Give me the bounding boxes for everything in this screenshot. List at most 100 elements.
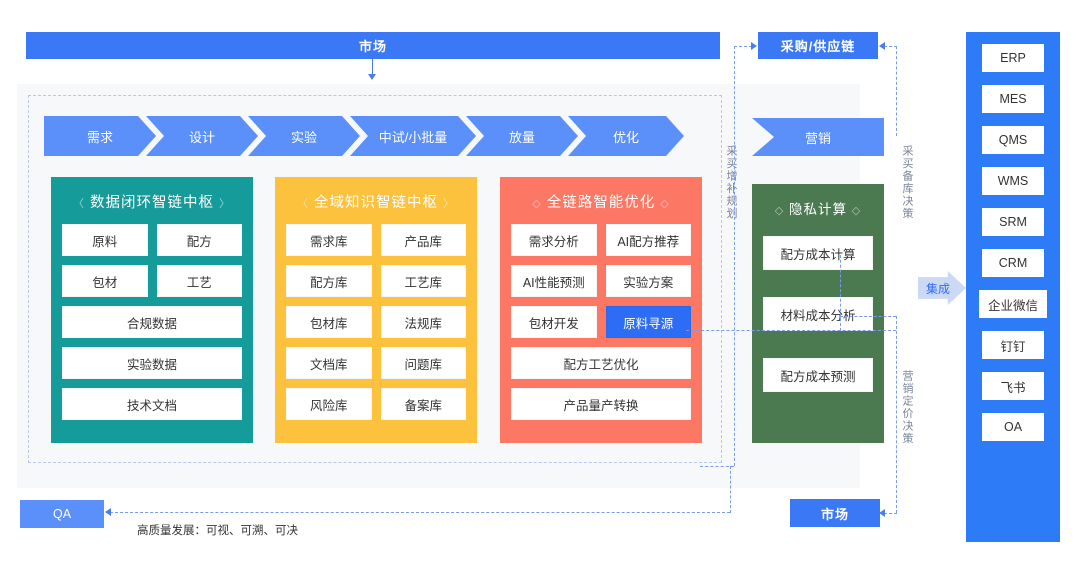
hub-global-knowledge-title-text: 全域知识智链中枢 bbox=[314, 195, 438, 211]
hub-cell[interactable]: 实验方案 bbox=[605, 265, 691, 297]
hub-cell[interactable]: 合规数据 bbox=[62, 306, 242, 338]
hub-cell[interactable]: 配方库 bbox=[286, 265, 372, 297]
integration-item-wecom[interactable]: 企业微信 bbox=[979, 290, 1047, 318]
qa-feedback-arrowhead bbox=[105, 508, 111, 516]
hub-cell[interactable]: 包材库 bbox=[286, 306, 372, 338]
hub-cell[interactable]: 原料 bbox=[62, 224, 148, 256]
hub-cell[interactable]: 配方工艺优化 bbox=[511, 347, 691, 379]
hub-cell[interactable]: 产品库 bbox=[380, 224, 466, 256]
process-step-2[interactable]: 实验 bbox=[248, 116, 360, 156]
hub-row: 配方库 工艺库 bbox=[275, 265, 477, 297]
deco-diamond-right: ◇ bbox=[660, 198, 670, 210]
hub-cell[interactable]: 文档库 bbox=[286, 347, 372, 379]
vertical-label-stock-decision: 采买备库决策 bbox=[901, 145, 913, 220]
hub-data-closed-loop-title-text: 数据闭环智链中枢 bbox=[90, 195, 214, 211]
hub-row: 包材 工艺 bbox=[51, 265, 253, 297]
hub-full-chain-optimization-title: ◇ 全链路智能优化 ◇ bbox=[532, 191, 670, 212]
hub-row: 实验数据 bbox=[51, 347, 253, 379]
hub-data-closed-loop: 〈 数据闭环智链中枢 〉 原料 配方 包材 工艺 合规数据 实验数据 技术文档 bbox=[51, 177, 253, 443]
hub-row: 配方成本预测 bbox=[752, 358, 884, 392]
pricing-to-market-arrowhead bbox=[879, 509, 885, 517]
hub-row: 文档库 问题库 bbox=[275, 347, 477, 379]
procurement-left-vline bbox=[734, 46, 735, 466]
hub-cell[interactable]: 产品量产转换 bbox=[511, 388, 691, 420]
hub-cell[interactable]: 技术文档 bbox=[62, 388, 242, 420]
cost-analysis-hline bbox=[840, 316, 896, 317]
marketing-label: 营销 bbox=[804, 130, 831, 146]
pricing-vline bbox=[896, 316, 897, 513]
process-step-3[interactable]: 中试/小批量 bbox=[350, 116, 476, 156]
process-step-list: 需求 设计 实验 中试/小批量 放量 优化 bbox=[44, 116, 712, 156]
hub-cell[interactable]: 配方成本计算 bbox=[763, 236, 873, 270]
hub-full-chain-optimization: ◇ 全链路智能优化 ◇ 需求分析 AI配方推荐 AI性能预测 实验方案 包材开发… bbox=[500, 177, 702, 443]
hub-cell[interactable]: 需求库 bbox=[286, 224, 372, 256]
process-step-4-label: 放量 bbox=[508, 129, 535, 145]
hub-privacy-compute: ◇ 隐私计算 ◇ 配方成本计算 材料成本分析 配方成本预测 bbox=[752, 184, 884, 443]
hub-row: 包材开发 原料寻源 bbox=[500, 306, 702, 338]
integration-item-erp[interactable]: ERP bbox=[982, 44, 1044, 72]
hub-row: 需求分析 AI配方推荐 bbox=[500, 224, 702, 256]
hub-cell[interactable]: 法规库 bbox=[380, 306, 466, 338]
hub-row: 配方工艺优化 bbox=[500, 347, 702, 379]
process-step-5-label: 优化 bbox=[612, 129, 639, 145]
qa-feedback-line bbox=[110, 512, 730, 513]
top-market-label: 市场 bbox=[358, 39, 387, 54]
hub-full-chain-optimization-title-text: 全链路智能优化 bbox=[546, 195, 656, 211]
integration-item-crm[interactable]: CRM bbox=[982, 249, 1044, 277]
qa-label: QA bbox=[52, 507, 72, 521]
deco-diamond-right: ◇ bbox=[851, 205, 862, 217]
process-step-3-label: 中试/小批量 bbox=[378, 129, 448, 145]
integration-item-mes[interactable]: MES bbox=[982, 85, 1044, 113]
integration-arrow-label: 集成 bbox=[925, 281, 950, 296]
integration-item-srm[interactable]: SRM bbox=[982, 208, 1044, 236]
hub-global-knowledge: 〈 全域知识智链中枢 〉 需求库 产品库 配方库 工艺库 包材库 法规库 文档库… bbox=[275, 177, 477, 443]
hub-row: 合规数据 bbox=[51, 306, 253, 338]
integration-item-wms[interactable]: WMS bbox=[982, 167, 1044, 195]
procurement-right-hline bbox=[884, 46, 897, 47]
process-step-4[interactable]: 放量 bbox=[466, 116, 578, 156]
hub-cell[interactable]: 问题库 bbox=[380, 347, 466, 379]
qa-box[interactable]: QA bbox=[20, 500, 104, 528]
process-step-5[interactable]: 优化 bbox=[568, 116, 684, 156]
hub-cell[interactable]: 工艺库 bbox=[380, 265, 466, 297]
vertical-label-pricing-decision: 营销定价决策 bbox=[901, 370, 913, 445]
hub-privacy-compute-title: ◇ 隐私计算 ◇ bbox=[775, 198, 861, 218]
footnote-text: 高质量发展：可视、可溯、可决 bbox=[137, 525, 298, 537]
procurement-left-arrowhead bbox=[751, 42, 757, 50]
hub-cell[interactable]: 需求分析 bbox=[511, 224, 597, 256]
hub-cell[interactable]: 包材 bbox=[62, 265, 148, 297]
hub-cell[interactable]: 备案库 bbox=[380, 388, 466, 420]
market-bottom-box[interactable]: 市场 bbox=[790, 499, 880, 527]
hub-row: 技术文档 bbox=[51, 388, 253, 420]
deco-diamond-left: ◇ bbox=[774, 205, 785, 217]
process-step-0[interactable]: 需求 bbox=[44, 116, 156, 156]
integration-item-feishu[interactable]: 飞书 bbox=[982, 372, 1044, 400]
integration-item-qms[interactable]: QMS bbox=[982, 126, 1044, 154]
hub-cell[interactable]: 实验数据 bbox=[62, 347, 242, 379]
hub-data-closed-loop-title: 〈 数据闭环智链中枢 〉 bbox=[73, 191, 231, 212]
hub-cell[interactable]: 材料成本分析 bbox=[763, 297, 873, 331]
hub-cell[interactable]: 配方 bbox=[156, 224, 242, 256]
deco-angle-left: 〈 bbox=[296, 198, 309, 210]
hub-cell[interactable]: AI性能预测 bbox=[511, 265, 597, 297]
process-step-2-label: 实验 bbox=[290, 129, 317, 145]
integration-item-dingtalk[interactable]: 钉钉 bbox=[982, 331, 1044, 359]
marketing-chevron[interactable]: 营销 bbox=[752, 118, 884, 156]
hub-row: 材料成本分析 bbox=[752, 297, 884, 331]
hub-cell[interactable]: 工艺 bbox=[156, 265, 242, 297]
hub-row: 配方成本计算 bbox=[752, 236, 884, 270]
market-to-panel-connector bbox=[372, 59, 373, 75]
hub-cell[interactable]: AI配方推荐 bbox=[605, 224, 691, 256]
pricing-to-market-hline bbox=[884, 513, 897, 514]
procurement-right-arrowhead bbox=[879, 42, 885, 50]
hub-row: 原料 配方 bbox=[51, 224, 253, 256]
hub-cell[interactable]: 配方成本预测 bbox=[763, 358, 873, 392]
process-step-1[interactable]: 设计 bbox=[146, 116, 258, 156]
market-bottom-label: 市场 bbox=[820, 506, 849, 522]
hub-cell-highlighted[interactable]: 原料寻源 bbox=[605, 306, 691, 338]
deco-diamond-left: ◇ bbox=[532, 198, 542, 210]
integration-item-oa[interactable]: OA bbox=[982, 413, 1044, 441]
procurement-box[interactable]: 采购/供应链 bbox=[758, 32, 878, 59]
hub-cell[interactable]: 风险库 bbox=[286, 388, 372, 420]
hub-cell[interactable]: 包材开发 bbox=[511, 306, 597, 338]
